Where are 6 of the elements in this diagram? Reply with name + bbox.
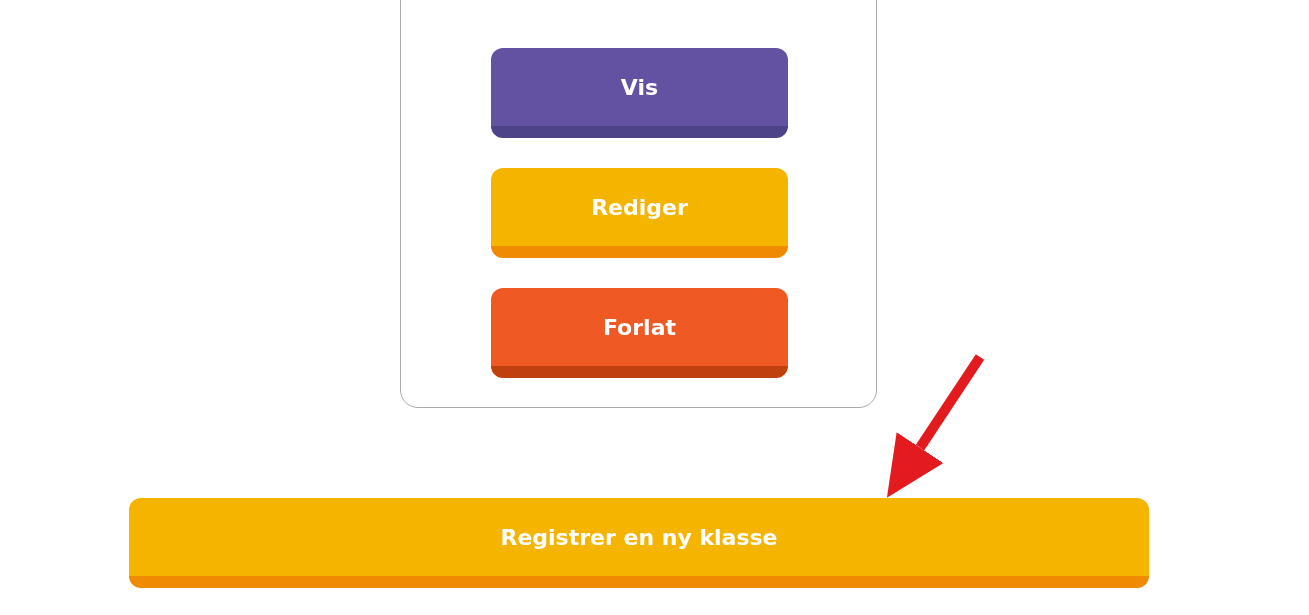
- card-background: [400, 0, 877, 408]
- arrow: [886, 354, 985, 498]
- button: Vis: [491, 48, 788, 138]
- button: Registrer en ny klasse: [129, 498, 1149, 588]
- button: Rediger: [491, 168, 788, 258]
- button: Forlat: [491, 288, 788, 378]
